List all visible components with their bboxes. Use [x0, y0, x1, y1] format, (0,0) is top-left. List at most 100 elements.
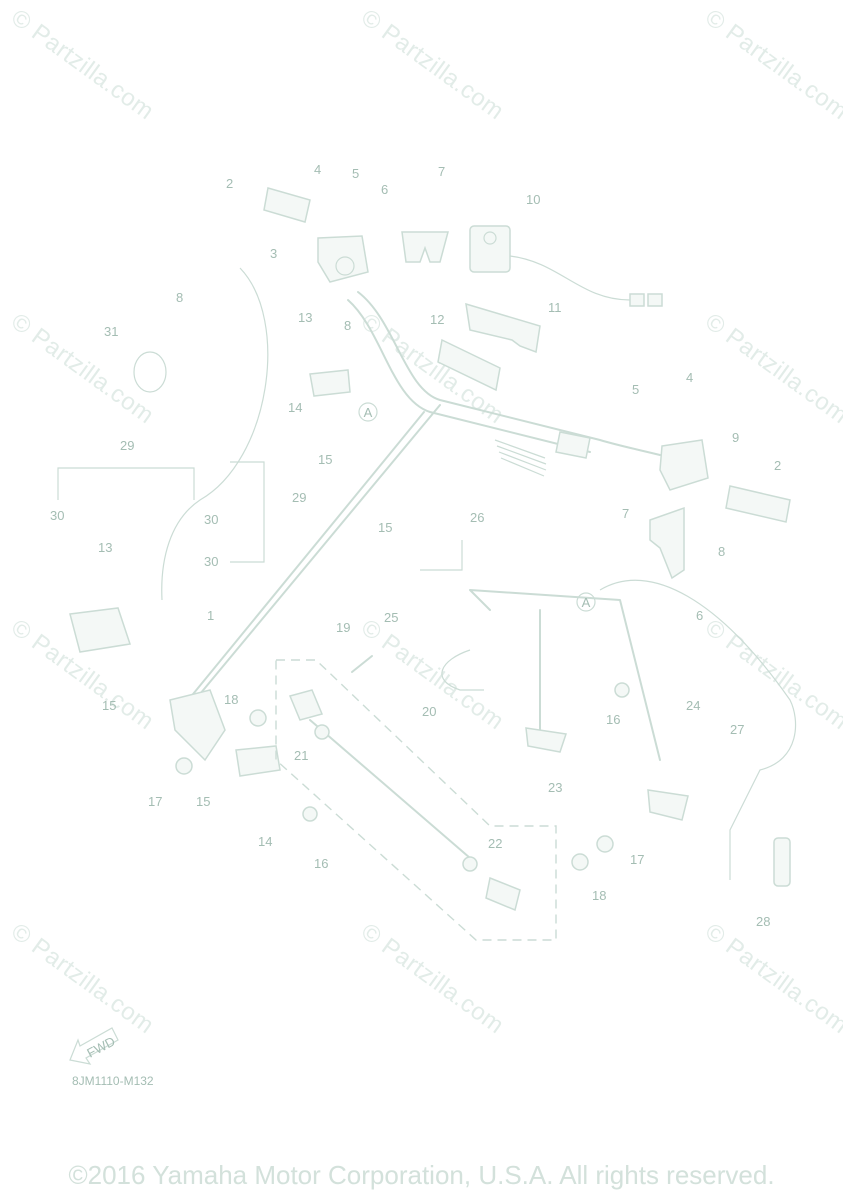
- callout-13: 13: [98, 540, 112, 555]
- spring: [494, 439, 547, 477]
- callout-bracket: [57, 467, 195, 500]
- callout-15: 15: [102, 698, 116, 713]
- frame-foot: [525, 727, 567, 753]
- callout-19: 19: [336, 620, 350, 635]
- grip-cover: [465, 302, 541, 354]
- callout-16: 16: [606, 712, 620, 727]
- callout-16: 16: [314, 856, 328, 871]
- switch-wire: [509, 255, 631, 301]
- callout-15: 15: [318, 452, 332, 467]
- callout-23: 23: [548, 780, 562, 795]
- callout-30: 30: [50, 508, 64, 523]
- copyright: ©2016 Yamaha Motor Corporation, U.S.A. A…: [68, 1160, 775, 1190]
- rod-end: [485, 876, 521, 912]
- sensor-wire: [441, 649, 484, 691]
- ref-marker-label: A: [582, 595, 591, 610]
- callout-8: 8: [344, 318, 351, 333]
- left-switch-housing: [317, 235, 369, 283]
- ref-marker-a: [358, 402, 378, 422]
- rod-end: [288, 689, 324, 721]
- callout-17: 17: [148, 794, 162, 809]
- callout-15: 15: [378, 520, 392, 535]
- callout-9: 9: [732, 430, 739, 445]
- steering-column-2: [179, 411, 425, 711]
- callout-12: 12: [430, 312, 444, 327]
- fwd-label: FWD: [84, 1033, 117, 1060]
- callout-6: 6: [381, 182, 388, 197]
- callout-5: 5: [352, 166, 359, 181]
- callout-25: 25: [384, 610, 398, 625]
- callout-29: 29: [292, 490, 306, 505]
- callout-8: 8: [718, 544, 725, 559]
- tie-rod: [309, 719, 471, 859]
- switch-hole: [335, 256, 355, 276]
- callout-22: 22: [488, 836, 502, 851]
- nut: [596, 835, 614, 853]
- ref-marker-label: A: [364, 405, 373, 420]
- callout-18: 18: [224, 692, 238, 707]
- callout-14: 14: [258, 834, 272, 849]
- callout-28: 28: [756, 914, 770, 929]
- connector: [647, 293, 663, 307]
- assembly-outline: [275, 659, 557, 941]
- right-grip: [725, 485, 791, 523]
- cable-clamp: [133, 351, 167, 393]
- callout-2: 2: [774, 458, 781, 473]
- nut: [614, 682, 630, 698]
- bushing: [462, 856, 478, 872]
- callout-30: 30: [204, 554, 218, 569]
- clamp: [235, 745, 281, 777]
- cable-boot: [773, 837, 791, 887]
- nut: [175, 757, 193, 775]
- throttle-switch: [469, 225, 511, 273]
- callout-13: 13: [298, 310, 312, 325]
- nut: [302, 806, 318, 822]
- callout-5: 5: [632, 382, 639, 397]
- hand-cover: [401, 231, 449, 263]
- handlebar-inner: [347, 299, 591, 453]
- washer: [571, 853, 589, 871]
- callout-7: 7: [438, 164, 445, 179]
- washer: [249, 709, 267, 727]
- callout-17: 17: [630, 852, 644, 867]
- callout-20: 20: [422, 704, 436, 719]
- steering-column: [194, 404, 441, 701]
- callout-bracket: [230, 461, 265, 563]
- switch-knob: [483, 231, 497, 245]
- callout-1: 1: [207, 608, 214, 623]
- bolt: [351, 655, 373, 673]
- right-grip-sleeve: [437, 338, 501, 392]
- support-frame: [469, 589, 661, 761]
- callout-bracket: [420, 540, 463, 571]
- fwd-arrow-icon: [69, 1027, 119, 1065]
- lower-bracket: [69, 607, 131, 653]
- callout-2: 2: [226, 176, 233, 191]
- callout-14: 14: [288, 400, 302, 415]
- throttle-cable: [599, 579, 797, 880]
- callout-15: 15: [196, 794, 210, 809]
- callout-4: 4: [314, 162, 321, 177]
- holder-bracket: [309, 369, 351, 397]
- ref-marker-a: [576, 592, 596, 612]
- callout-21: 21: [294, 748, 308, 763]
- connector: [629, 293, 645, 307]
- callout-26: 26: [470, 510, 484, 525]
- callout-11: 11: [548, 300, 562, 315]
- callout-27: 27: [730, 722, 744, 737]
- left-cable: [161, 267, 269, 601]
- callout-31: 31: [104, 324, 118, 339]
- frame-foot: [647, 789, 689, 821]
- callout-7: 7: [622, 506, 629, 521]
- callout-10: 10: [526, 192, 540, 207]
- right-switch-housing: [659, 439, 709, 491]
- callout-18: 18: [592, 888, 606, 903]
- callout-29: 29: [120, 438, 134, 453]
- callout-6: 6: [696, 608, 703, 623]
- callout-24: 24: [686, 698, 700, 713]
- right-handle-end: [555, 431, 591, 459]
- callout-8: 8: [176, 290, 183, 305]
- callout-3: 3: [270, 246, 277, 261]
- bushing: [314, 724, 330, 740]
